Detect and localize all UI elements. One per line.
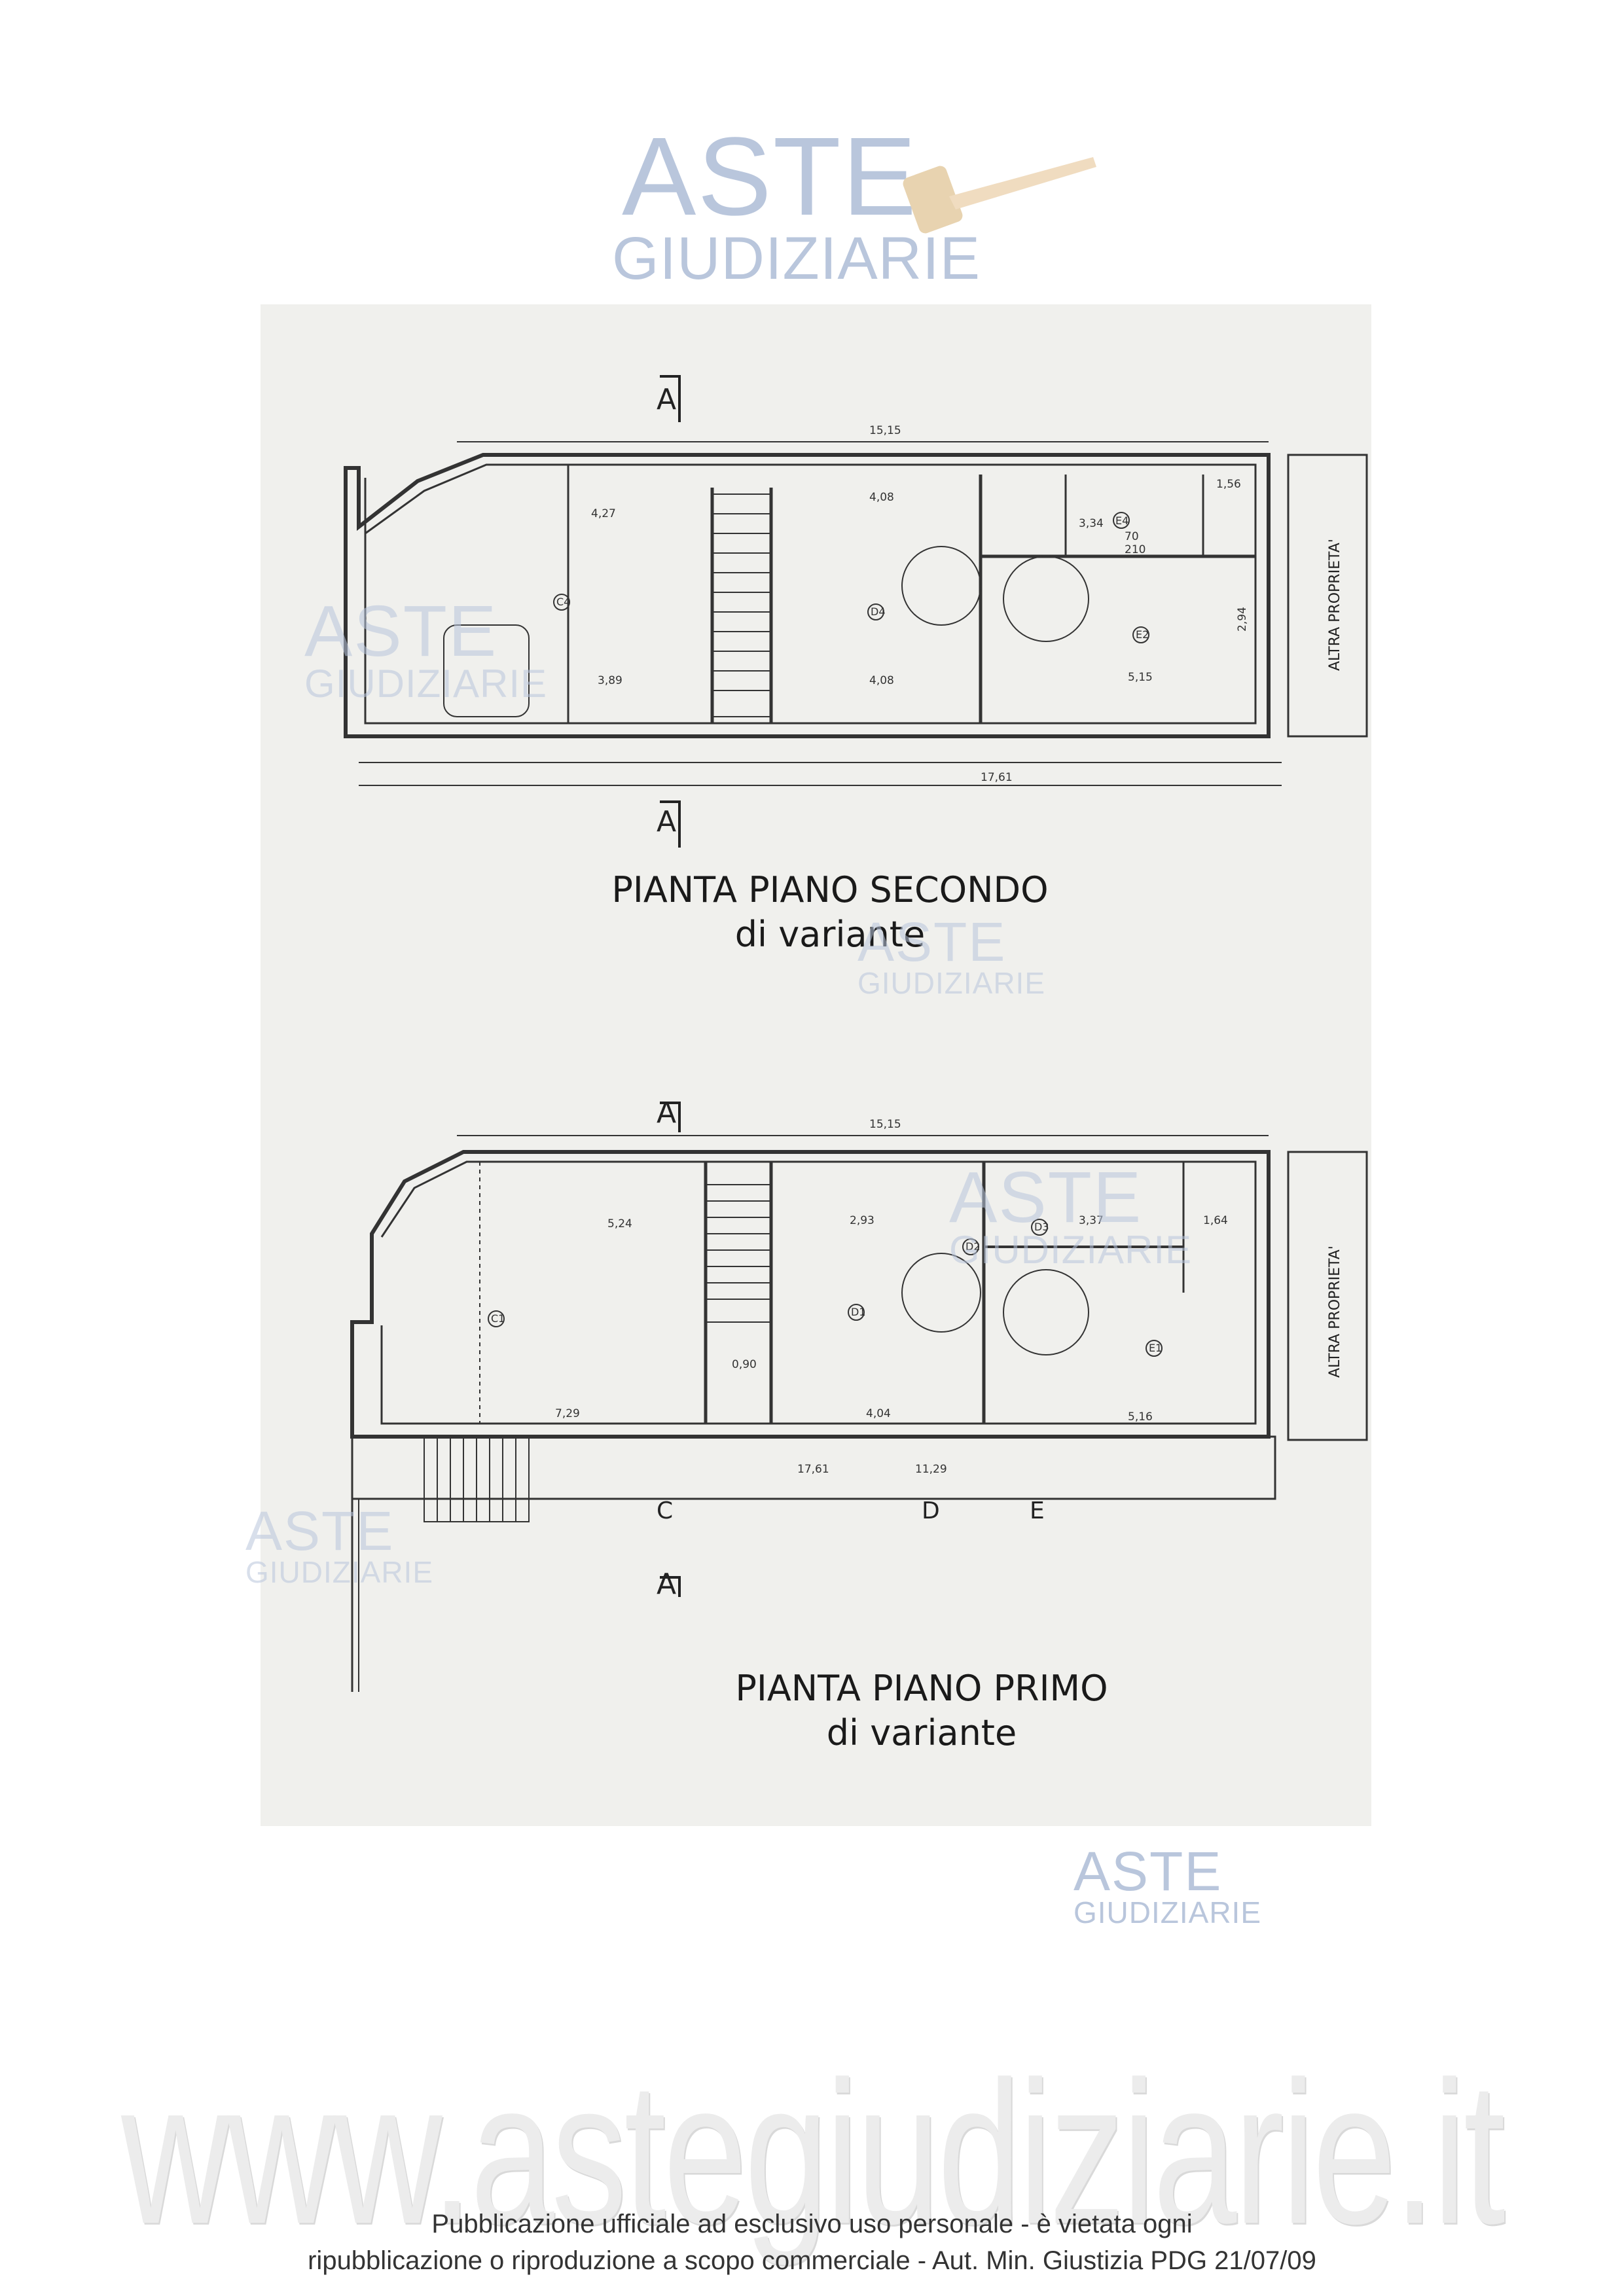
gavel-icon — [903, 157, 1096, 234]
plan-title-primo: PIANTA PIANO PRIMO di variante — [634, 1666, 1210, 1755]
section-marker: A — [657, 805, 676, 838]
dimension: 1,56 — [1216, 478, 1241, 491]
floor-plan-sheet: C4 D4 E2 E4 15,15 4,27 4,08 3,34 1,56 3,… — [261, 304, 1371, 1826]
dimension: 70 — [1125, 530, 1139, 543]
logo-giudiziarie-text: GIUDIZIARIE — [1074, 1895, 1262, 1929]
section-marker-c: C — [657, 1498, 673, 1524]
dimension: 1,64 — [1203, 1214, 1228, 1227]
section-marker: A — [657, 1568, 676, 1601]
dimension: 2,93 — [850, 1214, 875, 1227]
dimension: 210 — [1125, 543, 1146, 556]
logo-aste-text: ASTE — [857, 911, 1007, 973]
logo-aste-text: ASTE — [1074, 1840, 1223, 1902]
plan-title-text: PIANTA PIANO SECONDO — [611, 869, 1049, 910]
logo-giudiziarie-text: GIUDIZIARIE — [245, 1555, 434, 1589]
aste-giudiziarie-logo-top: ASTE GIUDIZIARIE — [612, 115, 1096, 289]
plan-subtitle-text: di variante — [734, 914, 926, 955]
room-label: E2 — [1136, 628, 1149, 641]
section-marker: A — [657, 1096, 676, 1130]
aste-giudiziarie-logo-watermark: ASTE GIUDIZIARIE — [245, 1500, 434, 1589]
dimension: 2,94 — [1236, 607, 1249, 632]
room-label: D4 — [871, 605, 886, 618]
footer-line-1: Pubblicazione ufficiale ad esclusivo uso… — [431, 2210, 1193, 2238]
section-marker-e: E — [1030, 1498, 1045, 1524]
dimension: 3,89 — [598, 674, 623, 687]
dimension: 4,04 — [866, 1407, 891, 1420]
room-label: D2 — [965, 1240, 981, 1253]
dimension: 7,29 — [555, 1407, 580, 1420]
room-label: C1 — [491, 1312, 505, 1325]
aste-giudiziarie-logo-watermark: ASTE GIUDIZIARIE — [1074, 1840, 1262, 1929]
aste-giudiziarie-logo-watermark: ASTE GIUDIZIARIE — [857, 911, 1046, 1000]
dimension: 0,90 — [732, 1358, 757, 1371]
logo-giudiziarie-text: GIUDIZIARIE — [304, 662, 548, 706]
plan-title-secondo: PIANTA PIANO SECONDO di variante — [542, 867, 1118, 956]
dimension-bottom: 17,61 — [797, 1463, 829, 1476]
dimension-total: 15,15 — [869, 424, 901, 437]
logo-aste-text: ASTE — [949, 1157, 1143, 1238]
dimension-second: 11,29 — [915, 1463, 947, 1476]
plan-title-text: PIANTA PIANO PRIMO — [735, 1668, 1108, 1709]
logo-giudiziarie-text: GIUDIZIARIE — [949, 1228, 1193, 1272]
room-label: C4 — [556, 596, 570, 608]
floor-plans-drawing: C4 D4 E2 E4 15,15 4,27 4,08 3,34 1,56 3,… — [344, 375, 1368, 1692]
watermark-url: www.astegiudiziarie.it — [121, 2039, 1506, 2267]
plan-subtitle-text: di variante — [826, 1712, 1017, 1753]
logo-aste-text: ASTE — [304, 591, 498, 672]
side-label: ALTRA PROPRIETA' — [1327, 1246, 1343, 1378]
aste-giudiziarie-logo-watermark: ASTE GIUDIZIARIE — [949, 1157, 1193, 1272]
dimension: 4,08 — [869, 491, 894, 504]
dimension: 4,27 — [591, 507, 616, 520]
logo-aste-text: ASTE — [622, 115, 918, 239]
section-marker: A — [657, 383, 676, 416]
aste-giudiziarie-logo-watermark: ASTE GIUDIZIARIE — [304, 591, 548, 706]
logo-giudiziarie-text: GIUDIZIARIE — [857, 966, 1046, 1000]
room-label: D3 — [1034, 1221, 1049, 1233]
dimension: 5,16 — [1128, 1410, 1153, 1424]
dimension: 5,15 — [1128, 671, 1153, 684]
plan-piano-secondo — [344, 441, 1368, 786]
dimension: 5,24 — [607, 1217, 632, 1230]
footer-disclaimer: Pubblicazione ufficiale ad esclusivo uso… — [0, 2206, 1624, 2279]
dimension-total: 15,15 — [869, 1118, 901, 1131]
dimension: 3,34 — [1079, 517, 1104, 530]
logo-aste-text: ASTE — [245, 1500, 395, 1562]
side-label: ALTRA PROPRIETA' — [1327, 539, 1343, 671]
dimension: 4,08 — [869, 674, 894, 687]
dimension-bottom: 17,61 — [981, 771, 1013, 784]
room-label: D1 — [851, 1306, 866, 1318]
section-marker-d: D — [922, 1498, 940, 1524]
footer-line-2: ripubblicazione o riproduzione a scopo c… — [308, 2246, 1316, 2275]
plan-piano-primo — [350, 1135, 1368, 1692]
logo-giudiziarie-text: GIUDIZIARIE — [612, 225, 981, 292]
dimension: 3,37 — [1079, 1214, 1104, 1227]
room-label: E1 — [1149, 1342, 1162, 1354]
room-label: E4 — [1115, 514, 1128, 527]
